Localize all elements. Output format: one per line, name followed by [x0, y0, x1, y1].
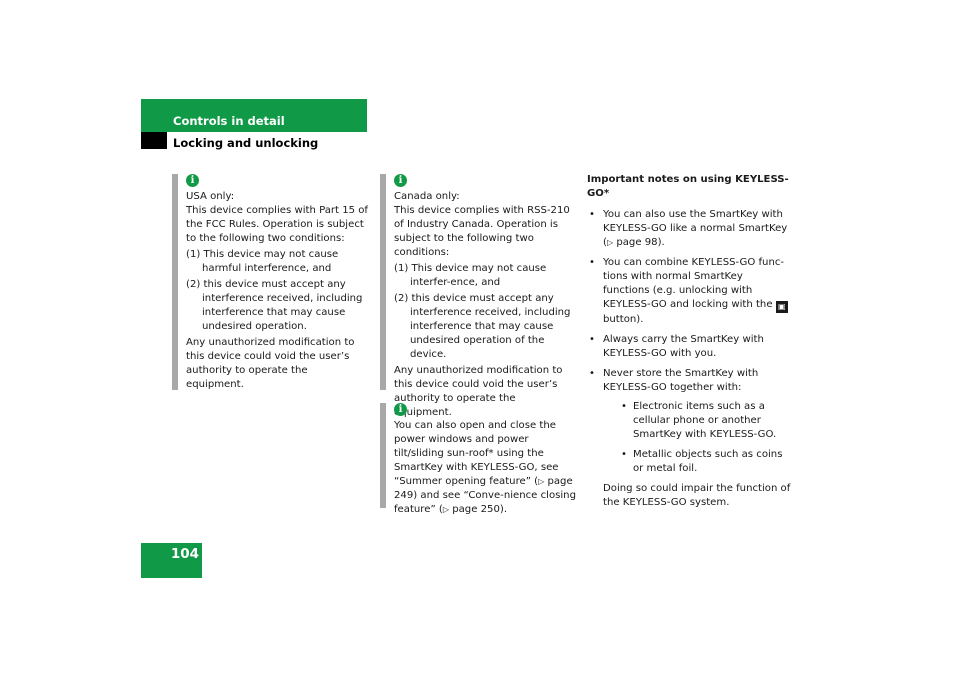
page-ref-icon: ▷ — [538, 477, 545, 486]
info-icon: i — [394, 174, 407, 187]
info-icon: i — [186, 174, 199, 187]
page-ref-icon: ▷ — [606, 238, 614, 247]
note-canada-rss: i Canada only: This device complies with… — [380, 174, 576, 418]
note-condition-2: (2) this device must accept any interfer… — [394, 293, 571, 360]
note-tail: Any unauthorized modification to this de… — [186, 337, 355, 390]
note-windows-text: You can also open and close the power wi… — [394, 420, 576, 515]
list-item: You can combine KEYLESS-GO func-tions wi… — [587, 256, 792, 327]
keyless-closing-text: Doing so could impair the function of th… — [603, 483, 791, 508]
page-number: 104 — [170, 546, 199, 562]
subsection-title: Locking and unlocking — [173, 136, 319, 150]
section-header-bar — [141, 99, 367, 132]
sub-list-item: Electronic items such as a cellular phon… — [619, 400, 792, 442]
note-condition-1: (1) This device may not cause interfer-e… — [394, 263, 547, 288]
note-intro: This device complies with RSS-210 of Ind… — [394, 205, 570, 258]
page-ref-icon: ▷ — [442, 505, 449, 514]
note-region: Canada only: — [394, 191, 460, 202]
keyless-go-notes: Important notes on using KEYLESS-GO* You… — [587, 173, 792, 510]
list-item: You can also use the SmartKey with KEYLE… — [587, 208, 792, 250]
note-condition-2: (2) this device must accept any interfer… — [186, 279, 363, 332]
lock-button-icon: ▣ — [775, 301, 788, 313]
note-intro: This device complies with Part 15 of the… — [186, 205, 368, 244]
info-icon: i — [394, 403, 407, 416]
note-condition-1: (1) This device may not cause harmful in… — [186, 249, 339, 274]
note-usa-fcc: i USA only: This device complies with Pa… — [172, 174, 368, 390]
list-item: Never store the SmartKey with KEYLESS-GO… — [587, 367, 792, 476]
sub-list-item: Metallic objects such as coins or metal … — [619, 448, 792, 476]
page-number-box — [141, 543, 202, 578]
note-power-windows: i You can also open and close the power … — [380, 403, 576, 515]
list-item: Always carry the SmartKey with KEYLESS-G… — [587, 333, 792, 361]
section-title: Controls in detail — [173, 114, 285, 128]
note-tail: Any unauthorized modification to this de… — [394, 365, 563, 418]
keyless-heading: Important notes on using KEYLESS-GO* — [587, 174, 789, 199]
note-region: USA only: — [186, 191, 235, 202]
subsection-marker — [141, 132, 167, 149]
